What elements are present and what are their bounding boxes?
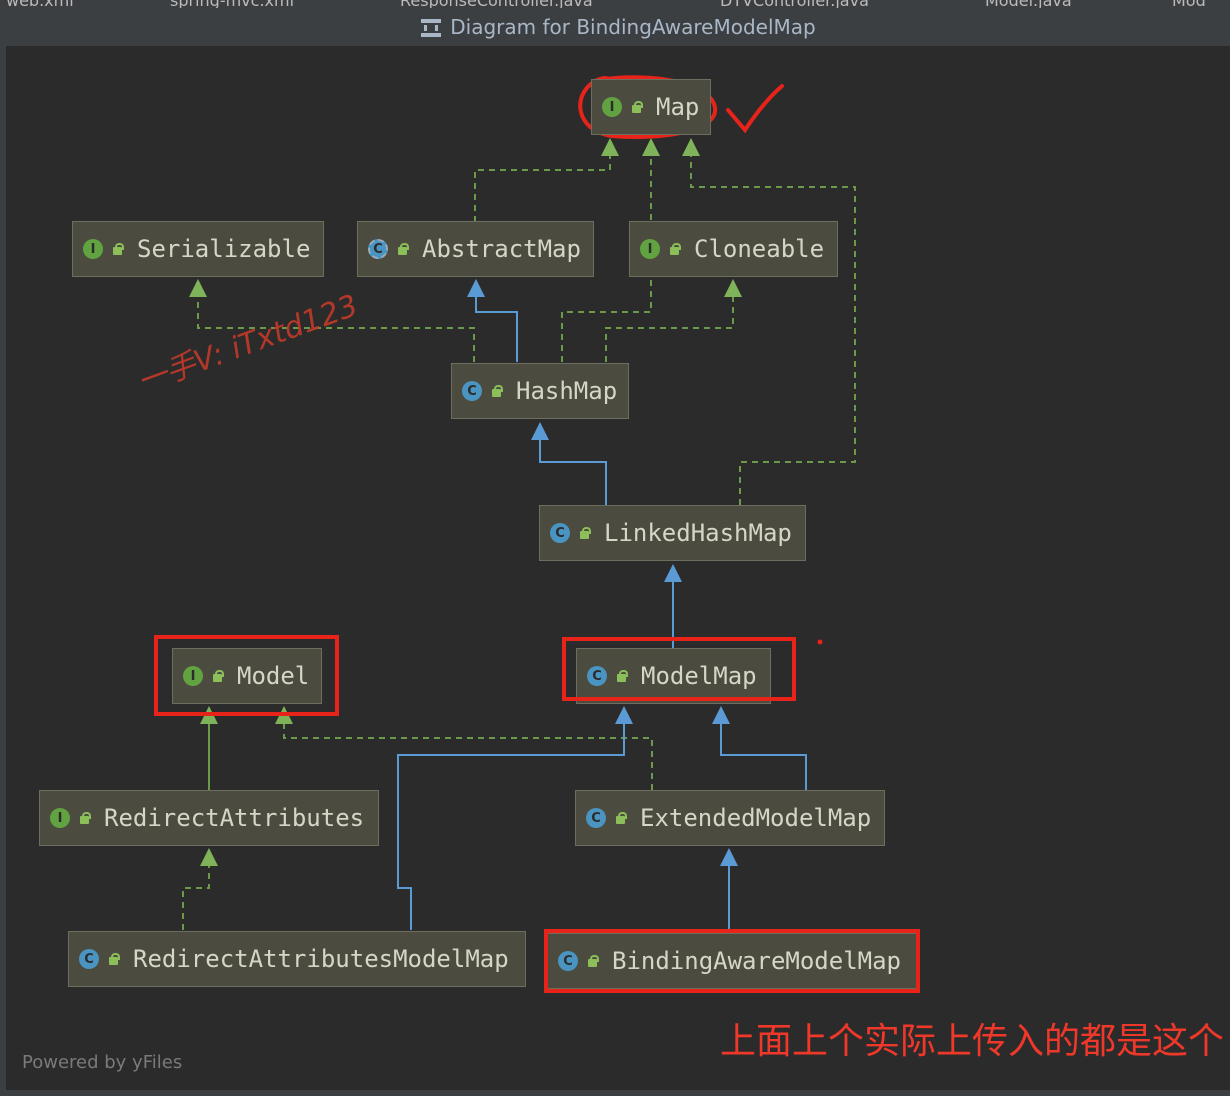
node-serializable[interactable]: I Serializable	[72, 221, 324, 277]
diagram-icon	[420, 18, 442, 37]
lock-icon	[490, 385, 503, 397]
interface-icon: I	[602, 97, 622, 117]
node-label: ModelMap	[641, 662, 757, 690]
arrowhead-hashmap	[531, 422, 549, 440]
lock-icon	[668, 243, 681, 255]
node-label: AbstractMap	[422, 235, 581, 263]
tab-dtv-controller[interactable]: DTVController.java	[720, 0, 869, 8]
diagram-title: Diagram for BindingAwareModelMap	[450, 15, 816, 39]
interface-icon: I	[640, 239, 660, 259]
node-bindingawaremodelmap[interactable]: C BindingAwareModelMap	[547, 933, 917, 989]
arrowhead-abstractmap	[467, 279, 485, 297]
arrowhead-redirectattributes	[200, 848, 218, 866]
edge-extendedmodelmap-modelmap	[720, 718, 807, 790]
node-label: Model	[237, 662, 310, 690]
node-hashmap[interactable]: C HashMap	[451, 363, 629, 419]
tab-web-xml[interactable]: web.xml	[6, 0, 74, 8]
lock-icon	[111, 243, 124, 255]
node-label: RedirectAttributes	[104, 804, 365, 832]
node-model[interactable]: I Model	[172, 648, 322, 704]
node-label: HashMap	[516, 377, 618, 405]
annotation-note: 上面上个实际上传入的都是这个	[720, 1021, 1225, 1062]
class-icon: C	[587, 666, 607, 686]
arrowhead-cloneable	[724, 279, 742, 297]
editor-tab-strip: web.xml spring-mvc.xml ResponseControlle…	[0, 0, 1230, 8]
arrowhead-extendedmodelmap	[720, 848, 738, 866]
arrowhead-serializable	[189, 279, 207, 297]
node-linkedhashmap[interactable]: C LinkedHashMap	[539, 505, 806, 561]
arrowhead-linkedhashmap	[664, 564, 682, 582]
node-redirectattributesmodelmap[interactable]: C RedirectAttributesModelMap	[68, 931, 526, 987]
class-icon: C	[550, 523, 570, 543]
arrowhead-map-1	[601, 138, 619, 156]
red-dot	[817, 639, 823, 645]
interface-icon: I	[83, 239, 103, 259]
node-label: ExtendedModelMap	[640, 804, 872, 832]
lock-icon	[614, 812, 627, 824]
lock-icon	[396, 243, 409, 255]
arrowhead-map-2	[642, 138, 660, 156]
node-label: RedirectAttributesModelMap	[133, 945, 509, 973]
edge-hashmap-serializable	[197, 290, 475, 362]
highlight-box-model	[154, 635, 339, 716]
tab-model-java[interactable]: Model.java	[985, 0, 1072, 8]
node-label: LinkedHashMap	[604, 519, 792, 547]
tab-mod[interactable]: Mod	[1172, 0, 1206, 8]
edge-abstractmap-map	[474, 150, 611, 222]
node-map[interactable]: I Map	[591, 79, 711, 135]
node-redirectattributes[interactable]: I RedirectAttributes	[39, 790, 379, 846]
window-bottom-edge	[0, 1090, 1230, 1096]
lock-icon	[78, 812, 91, 824]
abstract-class-icon: C	[368, 239, 388, 259]
tab-response-controller[interactable]: ResponseController.java	[400, 0, 593, 8]
highlight-box-bindingawaremodelmap	[544, 929, 920, 993]
lock-icon	[107, 953, 120, 965]
edge-ramm-redirectattributes	[182, 860, 210, 930]
lock-icon	[211, 670, 224, 682]
diagram-title-bar: Diagram for BindingAwareModelMap	[6, 8, 1230, 47]
lock-icon	[586, 955, 599, 967]
node-modelmap[interactable]: C ModelMap	[576, 648, 771, 704]
powered-by-label: Powered by yFiles	[22, 1052, 183, 1073]
interface-icon: I	[50, 808, 70, 828]
node-label: Cloneable	[694, 235, 825, 263]
highlight-box-modelmap	[562, 637, 796, 701]
edge-ramm-modelmap	[397, 718, 625, 930]
node-extendedmodelmap[interactable]: C ExtendedModelMap	[575, 790, 885, 846]
arrowhead-modelmap-1	[615, 706, 633, 724]
node-label: BindingAwareModelMap	[612, 947, 901, 975]
class-icon: C	[586, 808, 606, 828]
node-cloneable[interactable]: I Cloneable	[629, 221, 838, 277]
node-abstractmap[interactable]: C AbstractMap	[357, 221, 594, 277]
interface-icon: I	[183, 666, 203, 686]
hand-checkmark	[726, 84, 784, 134]
edge-extendedmodelmap-model	[283, 716, 653, 790]
node-label: Map	[656, 93, 700, 121]
arrowhead-map-3	[682, 138, 700, 156]
lock-icon	[578, 527, 591, 539]
arrowhead-modelmap-2	[712, 706, 730, 724]
class-icon: C	[462, 381, 482, 401]
lock-icon	[630, 101, 643, 113]
edge-hashmap-abstractmap	[475, 290, 518, 362]
class-icon: C	[558, 951, 578, 971]
edge-hashmap-cloneable	[605, 290, 734, 362]
edge-linkedhashmap-hashmap	[539, 432, 607, 505]
lock-icon	[615, 670, 628, 682]
node-label: Serializable	[137, 235, 311, 263]
tab-spring-mvc-xml[interactable]: spring-mvc.xml	[170, 0, 294, 8]
class-icon: C	[79, 949, 99, 969]
window-left-edge	[0, 8, 6, 1096]
edge-linkedhashmap-map	[690, 150, 856, 505]
